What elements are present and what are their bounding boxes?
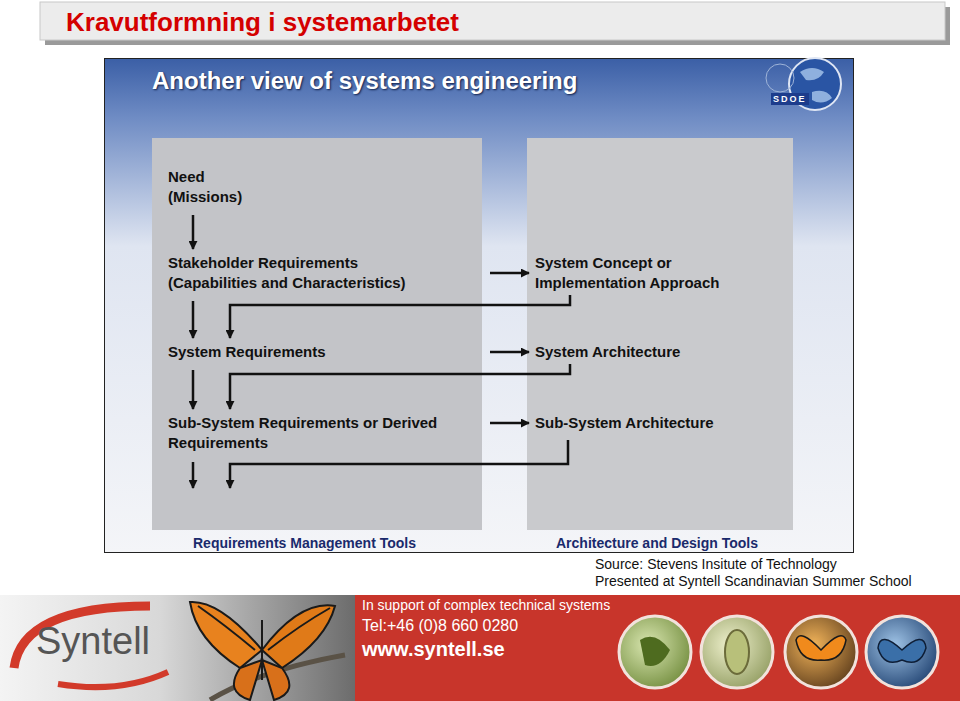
panel-fill <box>527 138 793 530</box>
requirement-item: Sub-System Requirements or Derived Requi… <box>168 413 482 453</box>
panel-fill <box>152 138 482 530</box>
item-text: System Architecture <box>535 342 760 362</box>
flow-arrow <box>490 272 529 275</box>
item-text: Need (Missions) <box>168 167 263 207</box>
banner-slogan: In support of complex technical systems <box>362 597 610 614</box>
slide-title: Another view of systems engineering <box>152 66 577 96</box>
flow-arrow <box>192 301 195 338</box>
flow-arrow <box>192 370 195 409</box>
requirement-item: System Architecture <box>535 342 785 362</box>
requirement-item: System Concept or Implementation Approac… <box>535 253 785 293</box>
flow-arrow <box>490 422 529 425</box>
banner-url: www.syntell.se <box>362 637 505 661</box>
requirement-item: Stakeholder Requirements (Capabilities a… <box>168 253 482 293</box>
requirement-item: Need (Missions) <box>168 167 268 207</box>
source-note: Presented at Syntell Scandinavian Summer… <box>595 573 912 590</box>
tool-panel: Requirements Management ToolsNeed (Missi… <box>152 138 482 530</box>
item-text: System Concept or Implementation Approac… <box>535 253 760 293</box>
flow-arrow <box>490 351 529 354</box>
item-text: Stakeholder Requirements (Capabilities a… <box>168 253 423 293</box>
tool-panel: Architecture and Design ToolsSystem Conc… <box>527 138 793 530</box>
requirement-item: Sub-System Architecture <box>535 413 785 433</box>
flow-arrow <box>230 364 570 409</box>
page-title: Kravutformning i systemarbetet <box>66 6 459 38</box>
flow-arrow <box>192 215 195 249</box>
logo-text: SDOE <box>771 93 809 105</box>
panel-footer: Architecture and Design Tools <box>556 534 758 552</box>
panel-footer: Requirements Management Tools <box>193 534 416 552</box>
banner-phone: Tel:+46 (0)8 660 0280 <box>362 616 518 635</box>
company-logo: Syntell <box>36 618 150 664</box>
source-note: Source: Stevens Insitute of Technology <box>595 556 837 573</box>
item-text: Sub-System Requirements or Derived Requi… <box>168 413 448 453</box>
requirement-item: System Requirements <box>168 342 482 362</box>
item-text: Sub-System Architecture <box>535 413 760 433</box>
flow-arrow <box>230 295 570 338</box>
item-text: System Requirements <box>168 342 448 362</box>
